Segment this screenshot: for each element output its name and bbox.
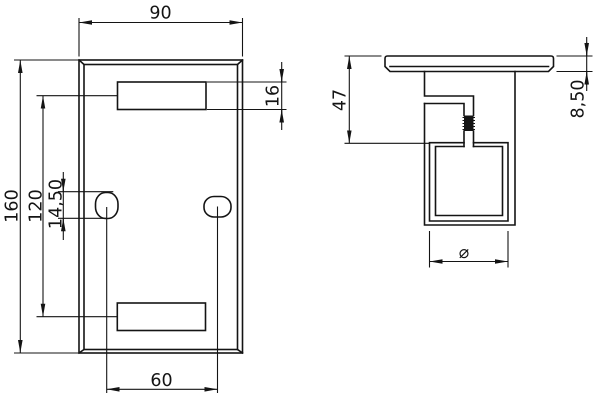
dim-160-label: 160 [3, 189, 23, 222]
side-plate-outline [384, 55, 555, 73]
dim-16-extension-lines [207, 81, 287, 111]
tube-inner-wall [434, 145, 504, 217]
dimension-plate-width: 90 [78, 4, 244, 57]
set-screw-body [464, 115, 474, 131]
screw-channel-walls [463, 130, 475, 148]
dim-120-leader-lines [36, 95, 118, 318]
dimension-hole-height: 14,50 [47, 172, 114, 240]
dimension-slot-spacing: 120 [27, 95, 118, 318]
dim-160-extension-lines [14, 59, 79, 354]
dim-16-label: 16 [264, 85, 284, 107]
front-view: 90 160 120 14,50 16 [3, 4, 287, 393]
side-plate-profile [384, 55, 555, 73]
dimension-tube-diameter: ⌀ [428, 231, 509, 268]
dimension-slot-height: 16 [207, 62, 287, 130]
screw-housing-top [423, 102, 465, 117]
plate-outer-edge [78, 59, 244, 354]
neck-step-outline [423, 70, 475, 117]
dimension-hole-spacing: 60 [106, 371, 218, 392]
dimension-plate-thickness: 8,50 [556, 37, 593, 119]
front-plate-outline [77, 58, 244, 355]
dim-47-label: 47 [331, 89, 351, 111]
hole-center-extension-lines [106, 206, 219, 393]
square-tube-section [428, 141, 509, 222]
tube-outer-wall [428, 141, 509, 222]
top-slot [116, 81, 207, 111]
plate-corner-chamfers [77, 58, 244, 355]
plate-inner-edge [83, 63, 239, 351]
bottom-slot [116, 302, 207, 332]
clamp-body-profile [423, 70, 516, 226]
dim-120-label: 120 [27, 189, 47, 222]
side-view: 47 8,50 ⌀ [331, 37, 593, 268]
dim-dia-label: ⌀ [459, 243, 470, 263]
dimension-plate-height: 160 [3, 59, 79, 354]
body-shell-outline [423, 70, 516, 226]
dim-90-label: 90 [149, 4, 171, 24]
dim-850-label: 8,50 [569, 80, 589, 119]
dimension-bracket-depth: 47 [331, 55, 430, 144]
dim-1450-label: 14,50 [47, 179, 67, 229]
dim-90-extension-lines [78, 18, 244, 57]
dim-1450-extension-lines [58, 191, 114, 219]
set-screw [462, 115, 475, 131]
dim-60-label: 60 [150, 371, 172, 391]
